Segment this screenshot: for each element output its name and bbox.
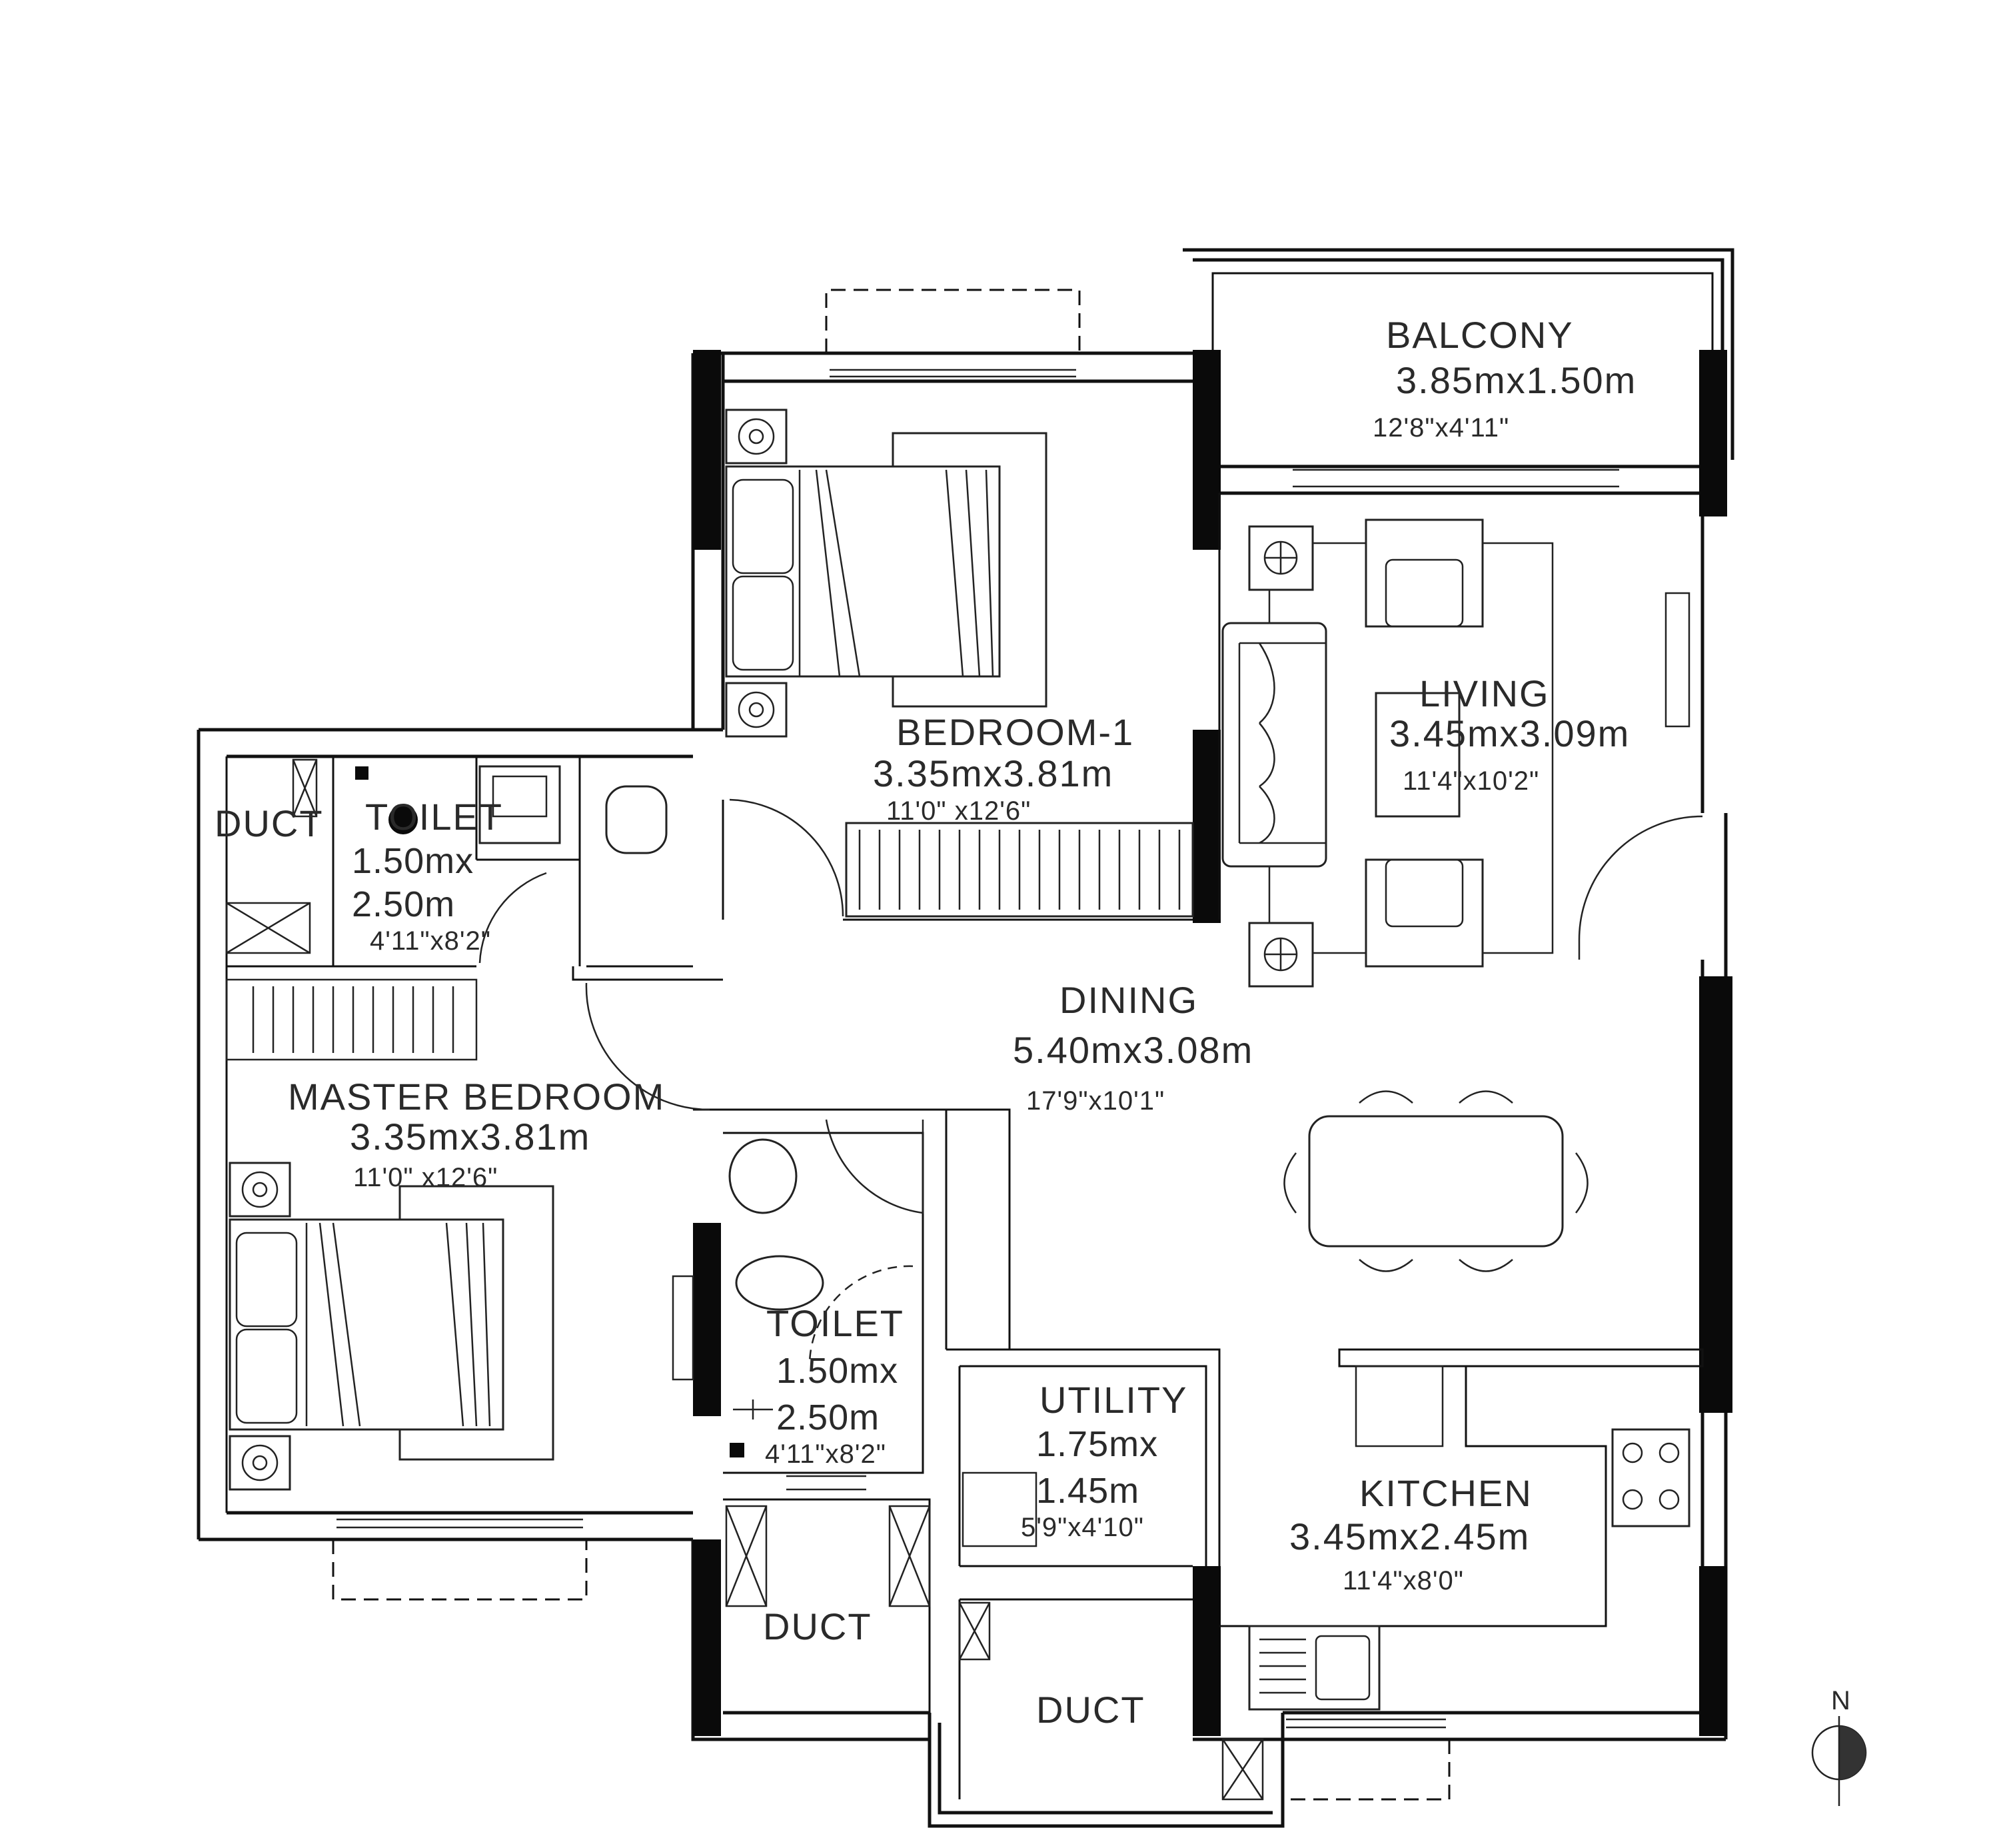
balcony-imperial: 12'8"x4'11" <box>1373 413 1509 443</box>
bedroom-1-imperial: 11'0" x12'6" <box>886 796 1031 826</box>
master-bedroom-metric: 3.35mx3.81m <box>350 1116 590 1158</box>
kitchen-fixtures <box>962 1428 1690 1711</box>
duct-hatches <box>725 1505 1264 1801</box>
toilet-fixtures <box>225 758 824 1457</box>
interior-walls <box>225 493 1704 1799</box>
master-bedroom-furniture <box>229 986 554 1491</box>
toilet-1-imperial: 4'11"x8'2" <box>370 926 491 956</box>
duct-left-name: DUCT <box>215 802 324 844</box>
bedroom-1-furniture <box>725 409 1194 918</box>
room-labels: BALCONY 3.85mx1.50m 12'8"x4'11" BEDROOM-… <box>215 314 1637 1731</box>
toilet-2-imperial: 4'11"x8'2" <box>765 1439 886 1469</box>
balcony-name: BALCONY <box>1386 314 1574 356</box>
master-bedroom-name: MASTER BEDROOM <box>288 1076 665 1118</box>
utility-name: UTILITY <box>1039 1379 1187 1421</box>
duct-bottom-mid-name: DUCT <box>1036 1689 1145 1731</box>
duct-bottom-left-name: DUCT <box>763 1605 872 1647</box>
north-compass-icon: N <box>1811 1686 1867 1806</box>
toilet-2-metric-line2: 2.50m <box>776 1397 880 1437</box>
dining-furniture <box>1283 1090 1589 1272</box>
master-bedroom-imperial: 11'0" x12'6" <box>353 1163 498 1192</box>
dining-name: DINING <box>1059 979 1198 1021</box>
utility-metric-line2: 1.45m <box>1036 1471 1139 1511</box>
toilet-2-name: TOILET <box>766 1302 904 1344</box>
toilet-2-metric-line1: 1.50mx <box>776 1351 898 1391</box>
living-furniture <box>1221 518 1554 988</box>
utility-imperial: 5'9"x4'10" <box>1021 1513 1144 1542</box>
living-metric: 3.45mx3.09m <box>1389 712 1630 754</box>
kitchen-imperial: 11'4"x8'0" <box>1343 1566 1464 1595</box>
columns <box>693 350 1732 1736</box>
utility-metric-line1: 1.75mx <box>1036 1424 1158 1464</box>
doors <box>478 798 1703 1364</box>
bedroom-1-name: BEDROOM-1 <box>896 711 1134 753</box>
toilet-1-name: TOILET <box>365 796 503 838</box>
dining-imperial: 17'9"x10'1" <box>1026 1086 1165 1116</box>
living-imperial: 11'4"x10'2" <box>1403 766 1539 796</box>
compass-label: N <box>1831 1686 1851 1715</box>
bedroom-1-metric: 3.35mx3.81m <box>873 752 1113 794</box>
toilet-1-metric-line2: 2.50m <box>352 884 455 924</box>
balcony-metric: 3.85mx1.50m <box>1396 359 1637 401</box>
toilet-1-metric-line1: 1.50mx <box>352 841 474 881</box>
dining-metric: 5.40mx3.08m <box>1013 1029 1253 1071</box>
windows <box>332 289 1690 1801</box>
kitchen-metric: 3.45mx2.45m <box>1289 1515 1530 1557</box>
living-name: LIVING <box>1419 672 1550 714</box>
kitchen-name: KITCHEN <box>1359 1472 1533 1514</box>
